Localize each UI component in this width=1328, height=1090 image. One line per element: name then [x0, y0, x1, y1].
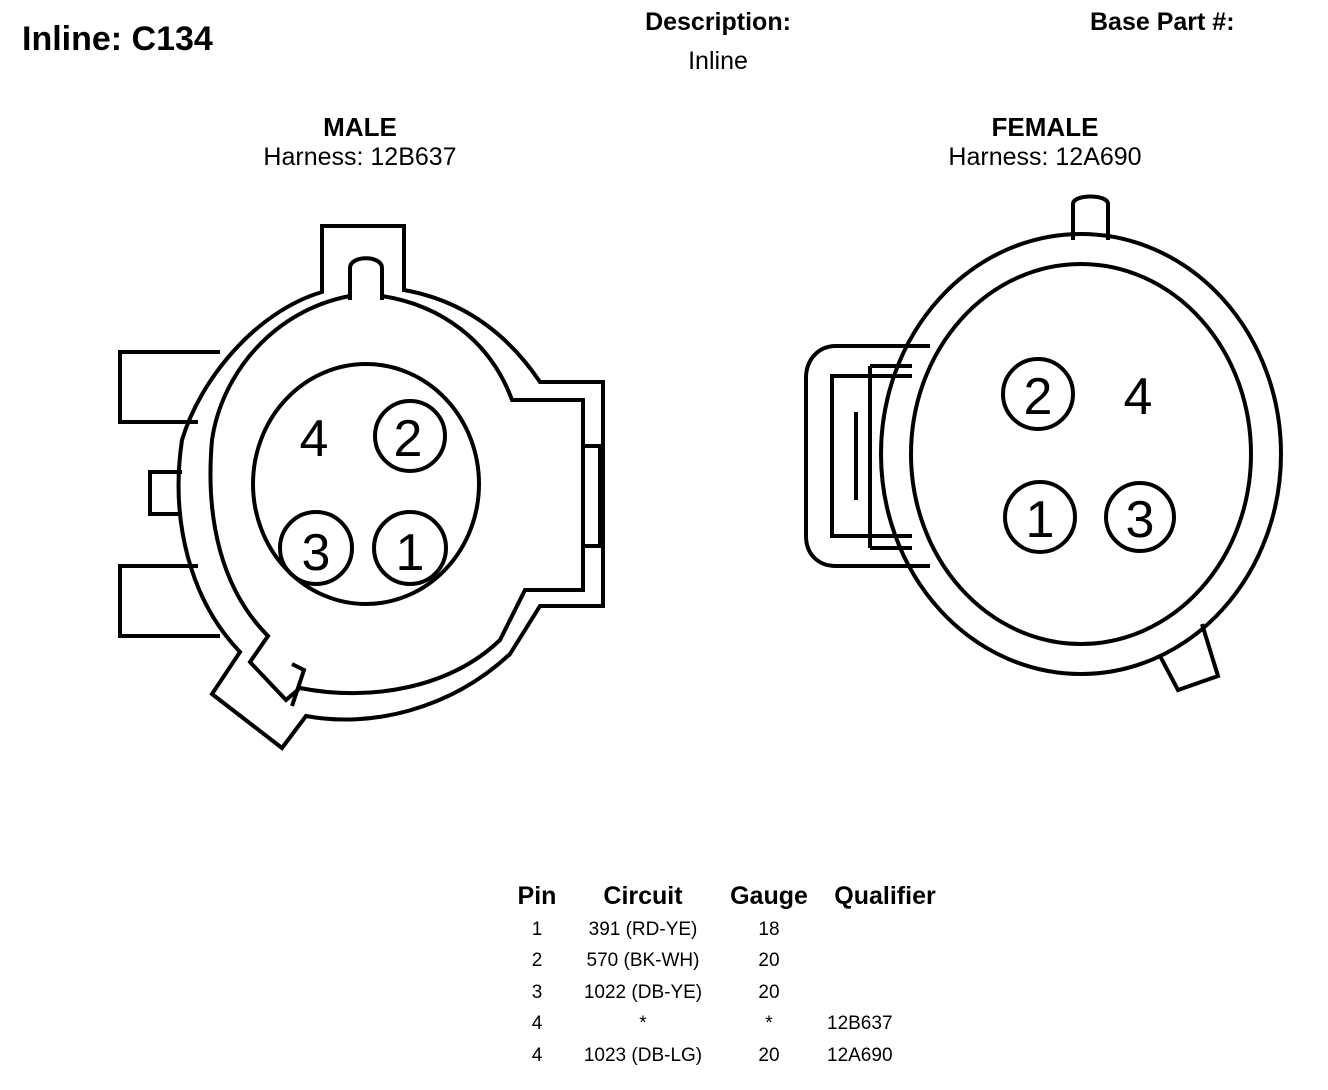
gauge-column-header: Gauge	[730, 881, 808, 910]
female-pin-label: 1	[1026, 491, 1055, 549]
male-connector-heading: MALE Harness: 12B637	[200, 112, 520, 172]
pin-table: Pin Circuit Gauge Qualifier 1 391 (RD-YE…	[505, 878, 949, 1072]
qualifier-cell: 12A690	[827, 1044, 893, 1066]
male-pin-label: 2	[394, 410, 423, 468]
qualifier-cell	[821, 946, 949, 978]
female-connector	[804, 194, 1283, 693]
female-pin-label: 2	[1024, 368, 1053, 426]
male-pin-label: 3	[302, 524, 331, 582]
male-pin-1-cavity	[372, 510, 448, 586]
pin-cell: 4	[531, 1013, 543, 1035]
table-row: 3 1022 (DB-YE) 20	[505, 977, 949, 1009]
male-side-rail	[583, 444, 602, 548]
female-bottom-key	[1158, 623, 1221, 693]
male-harness-label: Harness: 12B637	[263, 143, 457, 171]
pin-cell: 2	[531, 950, 543, 972]
female-harness-label: Harness: 12A690	[948, 143, 1142, 171]
male-lower-tab	[118, 564, 220, 638]
female-pin-2-cavity	[1001, 357, 1075, 431]
male-key-notch	[348, 256, 384, 300]
male-pin-face	[251, 362, 481, 606]
connector-title: Inline: C134	[22, 20, 213, 58]
connector-diagram: 4 2 3 1 2 4 1 3	[118, 194, 1283, 751]
male-outer-shell	[176, 224, 605, 751]
circuit-cell: 1022 (DB-YE)	[583, 981, 703, 1003]
qualifier-cell	[821, 977, 949, 1009]
circuit-cell: 1023 (DB-LG)	[583, 1044, 703, 1066]
circuit-cell: 391 (RD-YE)	[588, 918, 698, 940]
female-pin-3-cavity	[1104, 481, 1176, 553]
gauge-cell: *	[765, 1013, 773, 1035]
gauge-cell: 20	[758, 950, 780, 972]
description-value: Inline	[688, 47, 748, 75]
female-latch-clip	[854, 364, 912, 550]
male-center-tab	[148, 470, 182, 516]
female-latch-housing	[804, 344, 930, 568]
gauge-cell: 18	[758, 918, 780, 940]
pin-cell: 1	[531, 918, 543, 940]
female-inner-body	[909, 262, 1253, 646]
pin-cell: 4	[531, 1044, 543, 1066]
pin-cell: 3	[531, 981, 543, 1003]
female-pin-label: 3	[1126, 491, 1155, 549]
circuit-cell: 570 (BK-WH)	[586, 950, 700, 972]
table-row: 2 570 (BK-WH) 20	[505, 946, 949, 978]
male-latch-slot	[290, 662, 307, 707]
table-row: 1 391 (RD-YE) 18	[505, 914, 949, 946]
male-pin-label: 4	[300, 410, 329, 468]
female-outer-body	[879, 232, 1283, 676]
pin-table-header: Pin Circuit Gauge Qualifier	[505, 878, 949, 914]
male-inner-shell	[208, 294, 585, 703]
pin-column-header: Pin	[517, 881, 557, 910]
female-pin-label: 4	[1124, 368, 1153, 426]
male-upper-tab	[118, 350, 220, 424]
table-row: 4 1023 (DB-LG) 20 12A690	[505, 1040, 949, 1072]
female-gender-label: FEMALE	[991, 112, 1099, 142]
circuit-column-header: Circuit	[603, 881, 683, 910]
female-pin-1-cavity	[1003, 480, 1077, 554]
male-pin-3-cavity	[278, 510, 354, 586]
gauge-cell: 20	[758, 1044, 780, 1066]
female-connector-heading: FEMALE Harness: 12A690	[885, 112, 1205, 172]
qualifier-column-header: Qualifier	[834, 881, 936, 910]
male-pin-label: 1	[396, 524, 425, 582]
female-top-key	[1071, 194, 1110, 240]
table-row: 4 * * 12B637	[505, 1009, 949, 1041]
gauge-cell: 20	[758, 981, 780, 1003]
qualifier-cell: 12B637	[827, 1013, 893, 1035]
male-pin-2-cavity	[373, 399, 447, 473]
male-connector	[118, 224, 605, 751]
male-gender-label: MALE	[323, 112, 397, 142]
base-part-label: Base Part #:	[1090, 8, 1235, 36]
description-label: Description:	[645, 8, 791, 36]
circuit-cell: *	[639, 1013, 647, 1035]
qualifier-cell	[821, 914, 949, 946]
